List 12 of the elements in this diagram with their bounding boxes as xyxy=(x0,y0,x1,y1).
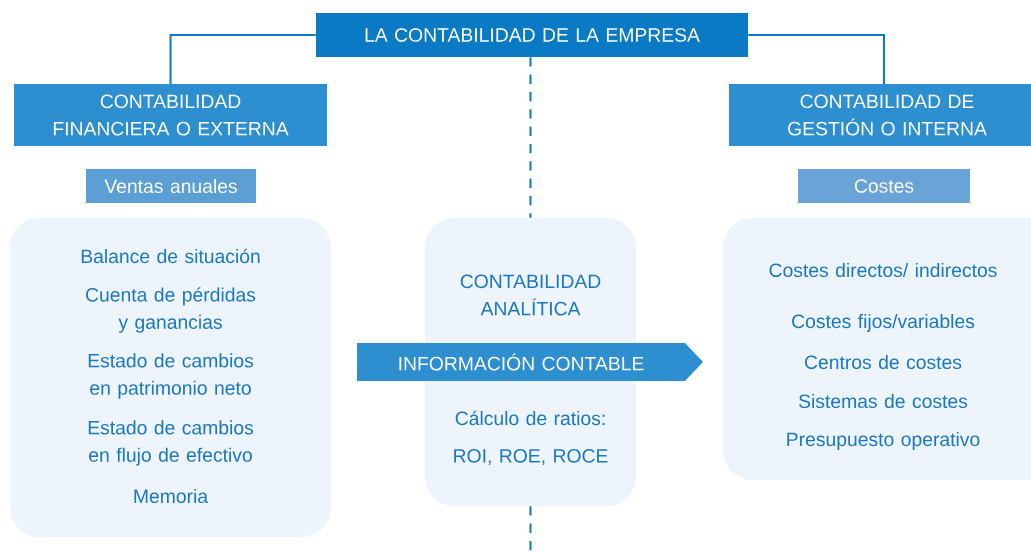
connector-line xyxy=(529,56,532,219)
category-box: Costes xyxy=(798,169,970,203)
connector-line xyxy=(529,505,532,552)
connector-line xyxy=(747,34,885,85)
connector-line xyxy=(169,34,317,85)
category-box: Ventas anuales xyxy=(86,169,256,203)
arrow-band: INFORMACIÓN CONTABLE xyxy=(357,343,703,381)
rounded-panel: Balance de situación Cuenta de pérdidas y ganancias Estado de cambios en patrimonio neto Estado de cambios en flujo de efectivo Memoria xyxy=(10,218,331,537)
heading-box: CONTABILIDAD DE GESTIÓN O INTERNA xyxy=(729,84,1031,146)
heading-box: CONTABILIDAD FINANCIERA O EXTERNA xyxy=(14,84,327,146)
rounded-panel: Costes directos/ indirectos Costes fijos/variables Centros de costes Sistemas de costes Presupuesto operativo xyxy=(723,218,1031,480)
heading-box: LA CONTABILIDAD DE LA EMPRESA xyxy=(316,13,748,57)
